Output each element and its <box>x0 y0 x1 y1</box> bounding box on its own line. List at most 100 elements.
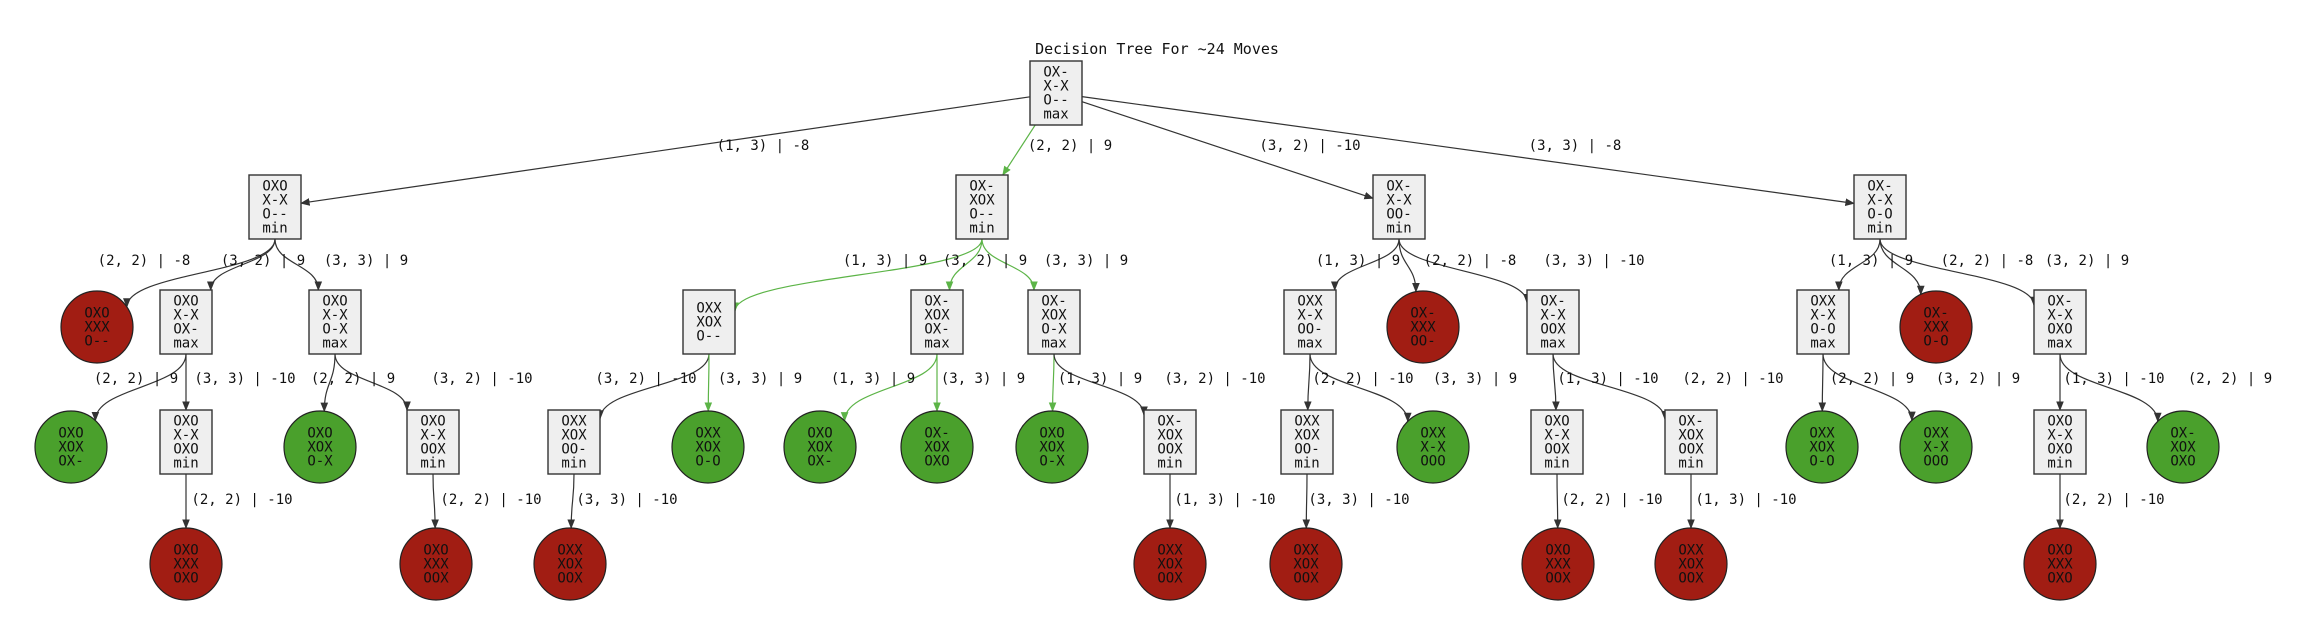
board-row: OXO <box>420 414 445 430</box>
board-row: OXX <box>1293 543 1319 559</box>
board-row: OX- <box>1043 65 1068 81</box>
tree-edge <box>1309 353 1412 423</box>
tree-edge <box>1552 353 1669 421</box>
board-row: OX- <box>807 454 832 470</box>
board-row: OO- <box>1410 334 1435 350</box>
board-row: O-O <box>1810 322 1835 338</box>
board-row: XOX <box>1678 428 1704 444</box>
tree-edge <box>320 353 336 413</box>
board-row: OXO <box>322 294 347 310</box>
board-row: OOX <box>420 442 446 458</box>
state-box <box>1796 289 1850 355</box>
tree-edge <box>1553 473 1562 529</box>
board-row: OXO <box>423 543 448 559</box>
loss-circle <box>1386 290 1460 364</box>
state-box <box>1283 289 1337 355</box>
board-row: OXO <box>84 306 109 322</box>
win-circle <box>1785 410 1859 484</box>
edges-layer <box>91 96 2162 529</box>
board-row: OXO <box>58 426 83 442</box>
board-row: OX- <box>1923 306 1948 322</box>
board-row: OXO <box>173 543 198 559</box>
board-row: XOX <box>1157 428 1183 444</box>
tree-edge <box>1822 353 1916 422</box>
board-row: OOX <box>1157 442 1183 458</box>
state-box <box>1029 60 1083 126</box>
board-row: XOX <box>1809 440 1835 456</box>
board-row: O-- <box>262 207 287 223</box>
state-box <box>1530 409 1584 475</box>
tree-edge <box>596 353 710 420</box>
tree-edge <box>1879 238 2038 307</box>
tree-edge <box>1330 238 1400 291</box>
board-row: OXO <box>173 294 198 310</box>
board-row: XXX <box>1410 320 1436 336</box>
win-circle <box>1015 410 1089 484</box>
board-row: XXX <box>84 320 110 336</box>
board-row: XOX <box>1157 557 1183 573</box>
board-row: OOX <box>557 571 583 587</box>
board-row: XOX <box>1041 308 1067 324</box>
board-row: XOX <box>2170 440 2196 456</box>
board-row: O-X <box>322 322 348 338</box>
win-circle <box>1396 410 1470 484</box>
edge-label: (3, 3) | 9 <box>941 371 1025 387</box>
board-row: O-- <box>696 329 721 345</box>
state-box <box>1372 174 1426 240</box>
tree-edge <box>1081 101 1374 200</box>
edge-label: (2, 2) | 9 <box>2188 371 2272 387</box>
tree-edge <box>1302 473 1311 529</box>
player-turn-label: max <box>1297 336 1322 352</box>
board-row: OOO <box>1923 454 1948 470</box>
state-box <box>248 174 302 240</box>
tree-edge <box>1818 353 1827 412</box>
board-row: OX- <box>1678 414 1703 430</box>
board-row: XOX <box>969 193 995 209</box>
edge-label: (3, 3) | -8 <box>1529 138 1622 154</box>
board-row: X-X <box>2047 308 2073 324</box>
board-row: OX- <box>1157 414 1182 430</box>
board-row: XXX <box>2047 557 2073 573</box>
board-row: X-X <box>420 428 446 444</box>
board-row: X-X <box>2047 428 2073 444</box>
edge-label: (1, 3) | -10 <box>1557 371 1658 387</box>
edge-label: (3, 3) | 9 <box>1433 371 1517 387</box>
board-row: OO- <box>561 442 586 458</box>
win-circle <box>1899 410 1973 484</box>
board-row: X-X <box>1420 440 1446 456</box>
edge-labels-layer: (1, 3) | -8(2, 2) | 9(3, 2) | -10(3, 3) … <box>94 138 2272 508</box>
state-box <box>406 409 460 475</box>
board-row: OXO <box>2047 442 2072 458</box>
board-row: OOX <box>1540 322 1566 338</box>
board-row: OXO <box>2047 322 2072 338</box>
edge-label: (3, 2) | 9 <box>1936 371 2020 387</box>
edge-label: (1, 3) | 9 <box>1316 253 1400 269</box>
board-row: XOX <box>307 440 333 456</box>
tree-edge <box>1048 353 1057 412</box>
edge-label: (2, 2) | -10 <box>440 492 541 508</box>
edge-label: (1, 3) | -10 <box>1174 492 1275 508</box>
board-row: OX- <box>1041 294 1066 310</box>
board-row: OOX <box>1293 571 1319 587</box>
edge-label: (3, 2) | 9 <box>221 253 305 269</box>
board-row: O-X <box>1039 454 1065 470</box>
state-box <box>1664 409 1718 475</box>
edge-label: (2, 2) | -10 <box>1312 371 1413 387</box>
board-row: O-O <box>1809 454 1834 470</box>
board-row: OXX <box>1294 414 1320 430</box>
board-row: O-O <box>695 454 720 470</box>
board-row: OX- <box>1867 179 1892 195</box>
board-row: OOO <box>1420 454 1445 470</box>
board-row: X-X <box>1544 428 1570 444</box>
